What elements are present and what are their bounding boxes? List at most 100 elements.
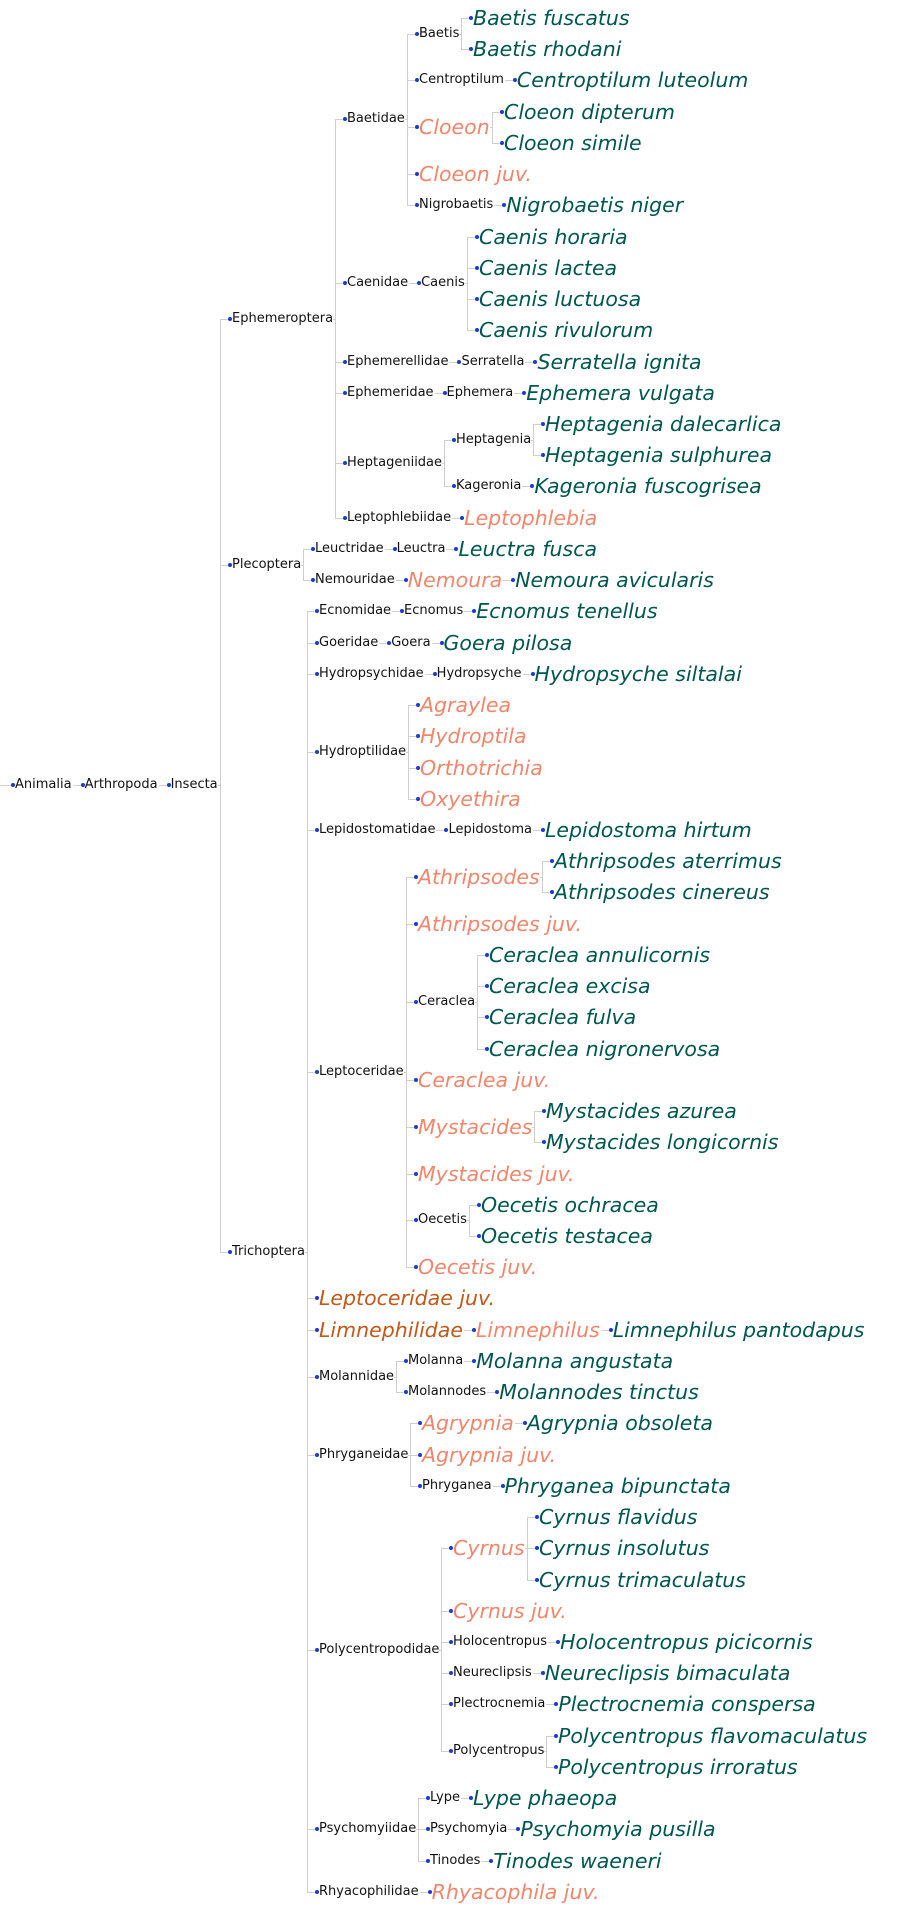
node-label-ceraclea-juv[interactable]: Ceraclea juv. (418, 1067, 551, 1092)
node-label-nemoura[interactable]: Nemoura (407, 568, 503, 593)
node-label-leptoceridae[interactable]: Leptoceridae (319, 1064, 404, 1079)
node-label-ephemeroptera[interactable]: Ephemeroptera (232, 310, 334, 326)
node-label-lype-phaeopa[interactable]: Lype phaeopa (473, 1786, 618, 1811)
node-label-ephemera-vulgata[interactable]: Ephemera vulgata (526, 380, 715, 405)
node-label-plectrocnemia[interactable]: Plectrocnemia (453, 1696, 546, 1712)
node-label-caenis[interactable]: Caenis (421, 275, 465, 291)
node-label-leptophlebia[interactable]: Leptophlebia (464, 505, 598, 530)
node-label-ephemerellidae[interactable]: Ephemerellidae (347, 353, 449, 369)
node-label-cloeon-simile[interactable]: Cloeon simile (504, 130, 642, 155)
node-label-leuctridae[interactable]: Leuctridae (315, 540, 384, 556)
node-label-nemoura-avicularis[interactable]: Nemoura avicularis (515, 568, 714, 593)
node-label-polycentropodidae[interactable]: Polycentropodidae (319, 1641, 440, 1657)
node-label-molanna-angustata[interactable]: Molanna angustata (476, 1348, 674, 1373)
node-label-kageronia[interactable]: Kageronia (456, 478, 522, 494)
node-label-centroptilum-luteolum[interactable]: Centroptilum luteolum (516, 68, 749, 93)
node-label-animalia[interactable]: Animalia (15, 777, 72, 793)
node-label-hydropsychidae[interactable]: Hydropsychidae (319, 665, 424, 681)
node-label-molannodes-tinctus[interactable]: Molannodes tinctus (499, 1380, 699, 1405)
node-label-phryganeidae[interactable]: Phryganeidae (319, 1446, 409, 1462)
node-label-cyrnus[interactable]: Cyrnus (453, 1536, 525, 1561)
node-label-limnephilus[interactable]: Limnephilus (475, 1317, 600, 1342)
node-label-cloeon[interactable]: Cloeon (419, 115, 490, 140)
node-label-nigrobaetis[interactable]: Nigrobaetis (419, 197, 494, 213)
node-label-oecetis-ochracea[interactable]: Oecetis ochracea (481, 1192, 659, 1217)
node-label-lype[interactable]: Lype (430, 1790, 460, 1806)
node-label-oecetis[interactable]: Oecetis (418, 1212, 467, 1228)
node-label-holocentropus[interactable]: Holocentropus (453, 1633, 548, 1649)
node-label-caenis-rivulorum[interactable]: Caenis rivulorum (479, 318, 654, 343)
node-label-ephemeridae[interactable]: Ephemeridae (347, 384, 434, 400)
node-label-orthotrichia[interactable]: Orthotrichia (420, 755, 543, 780)
node-label-lepidostoma-hirtum[interactable]: Lepidostoma hirtum (545, 817, 752, 842)
node-label-nigrobaetis-niger[interactable]: Nigrobaetis niger (506, 193, 684, 218)
node-label-ecnomus-tenellus[interactable]: Ecnomus tenellus (476, 599, 658, 624)
node-label-centroptilum[interactable]: Centroptilum (419, 72, 504, 88)
node-label-tinodes[interactable]: Tinodes (430, 1852, 481, 1868)
node-label-leuctra-fusca[interactable]: Leuctra fusca (458, 536, 598, 561)
node-label-agrypnia-juv[interactable]: Agrypnia juv. (422, 1442, 557, 1467)
node-label-leptophlebiidae[interactable]: Leptophlebiidae (347, 509, 452, 525)
node-label-rhyacophila-juv[interactable]: Rhyacophila juv. (431, 1879, 600, 1904)
node-label-molanna[interactable]: Molanna (408, 1352, 464, 1368)
node-label-limnephilidae[interactable]: Limnephilidae (319, 1317, 463, 1342)
node-label-nemouridae[interactable]: Nemouridae (315, 572, 395, 588)
node-label-phryganea[interactable]: Phryganea (422, 1477, 492, 1493)
node-label-cyrnus-flavidus[interactable]: Cyrnus flavidus (539, 1505, 698, 1530)
node-label-rhyacophilidae[interactable]: Rhyacophilidae (319, 1883, 419, 1899)
node-label-serratella[interactable]: Serratella (461, 353, 525, 369)
node-label-polycentropus-irroratus[interactable]: Polycentropus irroratus (558, 1754, 798, 1779)
node-label-ceraclea-excisa[interactable]: Ceraclea excisa (489, 974, 651, 999)
node-label-oecetis-juv[interactable]: Oecetis juv. (418, 1255, 538, 1280)
node-label-mystacides-azurea[interactable]: Mystacides azurea (546, 1099, 737, 1124)
node-label-lepidostomatidae[interactable]: Lepidostomatidae (319, 821, 436, 837)
node-label-baetidae[interactable]: Baetidae (347, 111, 405, 127)
node-label-caenidae[interactable]: Caenidae (347, 275, 409, 291)
node-label-agrypnia[interactable]: Agrypnia (422, 1411, 514, 1436)
node-label-ceraclea[interactable]: Ceraclea (418, 993, 476, 1009)
node-label-mystacides-longicornis[interactable]: Mystacides longicornis (546, 1130, 779, 1155)
node-label-lepidostoma[interactable]: Lepidostoma (448, 821, 533, 837)
node-label-insecta[interactable]: Insecta (170, 777, 218, 793)
node-label-heptagenia[interactable]: Heptagenia (456, 431, 532, 447)
node-label-cyrnus-insolutus[interactable]: Cyrnus insolutus (539, 1536, 710, 1561)
node-label-ecnomidae[interactable]: Ecnomidae (319, 603, 392, 619)
node-label-caenis-horaria[interactable]: Caenis horaria (479, 224, 628, 249)
node-label-agrypnia-obsoleta[interactable]: Agrypnia obsoleta (526, 1411, 713, 1436)
node-label-oecetis-testacea[interactable]: Oecetis testacea (481, 1223, 653, 1248)
node-label-cyrnus-trimaculatus[interactable]: Cyrnus trimaculatus (539, 1567, 746, 1592)
node-label-trichoptera[interactable]: Trichoptera (232, 1243, 305, 1259)
node-label-athripsodes-cinereus[interactable]: Athripsodes cinereus (554, 880, 770, 905)
node-label-tinodes-waeneri[interactable]: Tinodes waeneri (493, 1848, 662, 1873)
node-label-hydroptilidae[interactable]: Hydroptilidae (319, 743, 407, 759)
node-label-polycentropus[interactable]: Polycentropus (453, 1743, 545, 1759)
node-label-oxyethira[interactable]: Oxyethira (420, 786, 521, 811)
node-label-kageronia-fuscogrisea[interactable]: Kageronia fuscogrisea (534, 474, 762, 499)
node-label-goeridae[interactable]: Goeridae (319, 634, 379, 650)
node-label-holocentropus-picicornis[interactable]: Holocentropus picicornis (560, 1629, 813, 1654)
node-label-ceraclea-nigronervosa[interactable]: Ceraclea nigronervosa (489, 1036, 721, 1061)
node-label-ephemera[interactable]: Ephemera (446, 384, 514, 400)
node-label-caenis-lactea[interactable]: Caenis lactea (479, 255, 618, 280)
node-label-psychomyia[interactable]: Psychomyia (430, 1821, 508, 1837)
node-label-caenis-luctuosa[interactable]: Caenis luctuosa (479, 287, 642, 312)
node-label-baetis-fuscatus[interactable]: Baetis fuscatus (473, 6, 630, 30)
node-label-neureclipsis[interactable]: Neureclipsis (453, 1665, 532, 1681)
node-label-athripsodes-juv[interactable]: Athripsodes juv. (418, 911, 582, 936)
node-label-cloeon-juv[interactable]: Cloeon juv. (419, 162, 532, 187)
node-label-cyrnus-juv[interactable]: Cyrnus juv. (453, 1598, 567, 1623)
node-label-molannidae[interactable]: Molannidae (319, 1368, 395, 1384)
node-label-athripsodes[interactable]: Athripsodes (418, 864, 540, 889)
node-label-plecoptera[interactable]: Plecoptera (232, 556, 302, 572)
node-label-mystacides[interactable]: Mystacides (418, 1114, 533, 1139)
node-label-psychomyiidae[interactable]: Psychomyiidae (319, 1821, 417, 1837)
node-label-polycentropus-flavomaculatus[interactable]: Polycentropus flavomaculatus (558, 1723, 868, 1748)
node-label-cloeon-dipterum[interactable]: Cloeon dipterum (504, 99, 675, 124)
node-label-serratella-ignita[interactable]: Serratella ignita (537, 349, 702, 374)
node-label-hydropsyche-siltalai[interactable]: Hydropsyche siltalai (534, 661, 742, 686)
node-label-limnephilus-pantodapus[interactable]: Limnephilus pantodapus (612, 1317, 865, 1342)
node-label-hydropsyche[interactable]: Hydropsyche (436, 665, 522, 681)
node-label-leptoceridae-juv[interactable]: Leptoceridae juv. (319, 1286, 496, 1311)
node-label-mystacides-juv[interactable]: Mystacides juv. (418, 1161, 575, 1186)
node-label-goera[interactable]: Goera (391, 634, 431, 650)
